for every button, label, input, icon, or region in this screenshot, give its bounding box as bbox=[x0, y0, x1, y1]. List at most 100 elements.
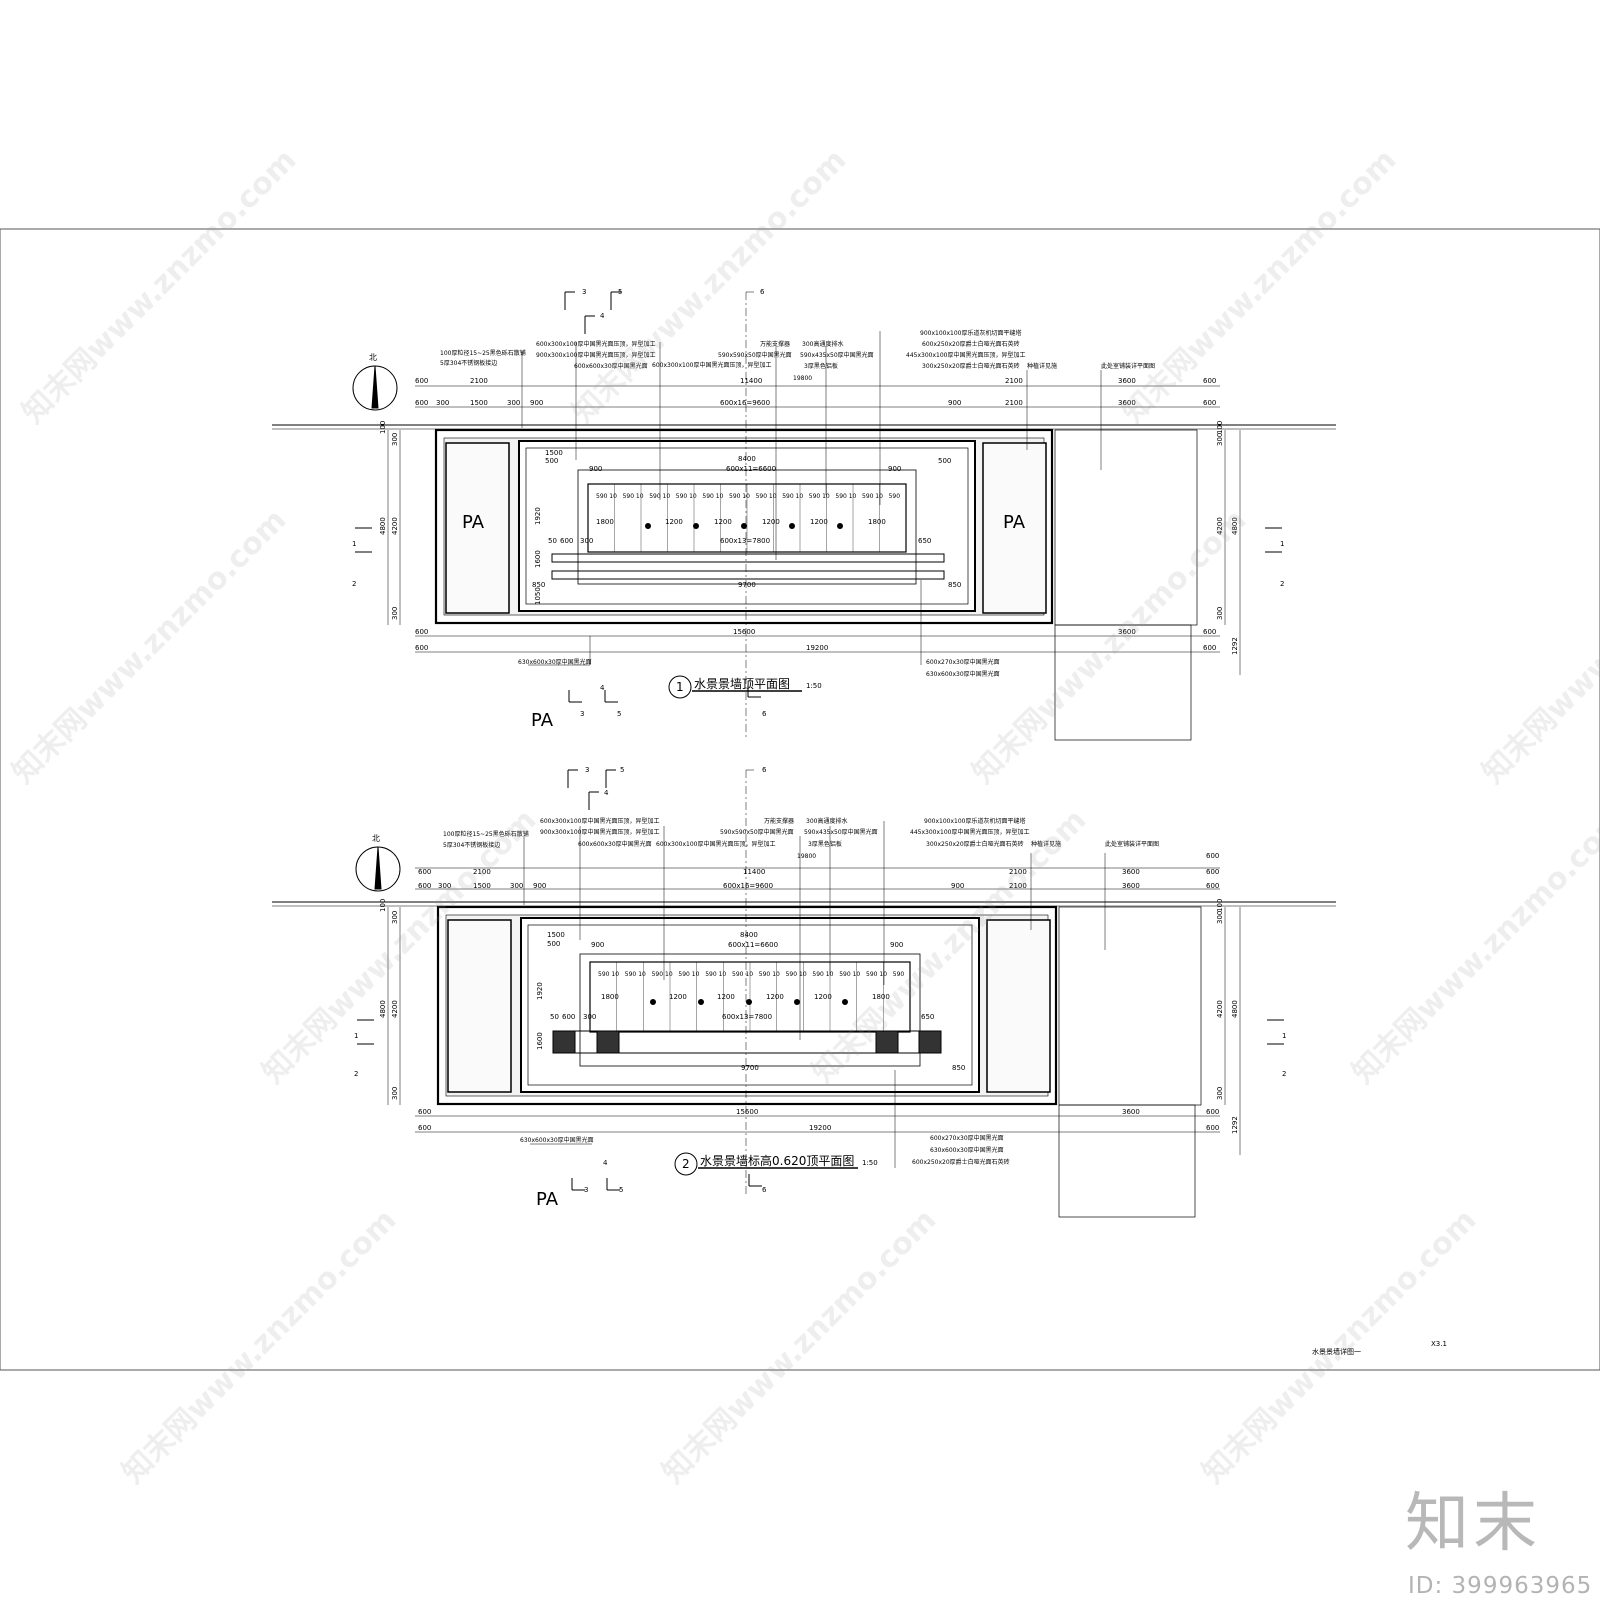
fountain-nozzle-icon bbox=[837, 523, 843, 529]
plan-1 bbox=[272, 291, 1336, 741]
fountain-nozzle-icon bbox=[698, 999, 704, 1005]
section-mark: 6 bbox=[762, 1186, 767, 1194]
grid-dim: 590 bbox=[729, 493, 741, 500]
dim: 500 bbox=[938, 457, 951, 465]
dim: 900 bbox=[533, 882, 546, 890]
dim: 1050 bbox=[534, 587, 542, 605]
dim: 600 bbox=[415, 644, 428, 652]
dim: 1200 bbox=[714, 518, 732, 526]
grid-dim: 590 bbox=[623, 493, 635, 500]
dim: 15600 bbox=[733, 628, 755, 636]
note: 此处室铺装详平面图 bbox=[1101, 362, 1155, 370]
grid-dim: 10 bbox=[875, 493, 883, 500]
dim: 1800 bbox=[596, 518, 614, 526]
section-mark: 3 bbox=[582, 288, 586, 296]
fountain-nozzle-icon bbox=[842, 999, 848, 1005]
dim: 300 bbox=[1216, 433, 1224, 446]
dim: 1500 bbox=[473, 882, 491, 890]
plan2-outer-slab bbox=[436, 905, 1058, 1106]
dim: 600 bbox=[1203, 377, 1216, 385]
grid-dim: 10 bbox=[745, 971, 753, 978]
dim: 3600 bbox=[1118, 399, 1136, 407]
section-mark: 3 bbox=[580, 710, 584, 718]
section-mark: 3 bbox=[585, 766, 589, 774]
note: 万能支撑器 bbox=[760, 340, 790, 348]
section-mark: 1 bbox=[352, 540, 356, 548]
fountain-nozzle-icon bbox=[650, 999, 656, 1005]
note: 万能支撑器 bbox=[764, 817, 794, 825]
grid-dim: 590 bbox=[786, 971, 798, 978]
section-mark: 4 bbox=[603, 1159, 608, 1167]
grid-dim: 10 bbox=[849, 493, 857, 500]
grid-dim: 590 bbox=[812, 971, 824, 978]
grid-dim: 10 bbox=[742, 493, 750, 500]
dim: 900 bbox=[589, 465, 602, 473]
plan-2 bbox=[272, 769, 1336, 1218]
dim: 1200 bbox=[762, 518, 780, 526]
grid-dim: 590 bbox=[893, 971, 905, 978]
dim: 1600 bbox=[534, 550, 542, 568]
dim: 3600 bbox=[1122, 868, 1140, 876]
dim: 4800 bbox=[1231, 517, 1239, 535]
note: 600x270x30厚中国黑光面 bbox=[926, 658, 1000, 666]
section-mark: 5 bbox=[620, 766, 624, 774]
section-mark: 3 bbox=[584, 1186, 588, 1194]
grid-dim: 10 bbox=[826, 971, 834, 978]
grid-dim: 590 bbox=[889, 493, 901, 500]
section-mark: 6 bbox=[762, 766, 767, 774]
dim: 1600 bbox=[536, 1032, 544, 1050]
grid-dim: 10 bbox=[689, 493, 697, 500]
dim: 19200 bbox=[806, 644, 828, 652]
grid-dim: 10 bbox=[879, 971, 887, 978]
dim: 300 bbox=[507, 399, 520, 407]
grid-dim: 590 bbox=[625, 971, 637, 978]
note: 590x435x50厚中国黑光面 bbox=[800, 351, 874, 359]
grid-dim: 10 bbox=[716, 493, 724, 500]
plan1-number: 1 bbox=[676, 680, 684, 694]
section-mark: 1 bbox=[354, 1032, 358, 1040]
grid-dim: 10 bbox=[638, 971, 646, 978]
drawing-title: 水景景墙详图一 bbox=[1312, 1347, 1361, 1356]
section-mark: 2 bbox=[1282, 1070, 1286, 1078]
grid-dim: 10 bbox=[609, 493, 617, 500]
section-mark: 1 bbox=[1280, 540, 1284, 548]
dim: 600 bbox=[418, 882, 431, 890]
dim: 600x16=9600 bbox=[723, 882, 773, 890]
section-mark: 1 bbox=[1282, 1032, 1286, 1040]
note: 5厚304不锈钢板接边 bbox=[440, 359, 497, 367]
dim: 15600 bbox=[736, 1108, 758, 1116]
fountain-nozzle-icon bbox=[794, 999, 800, 1005]
note: 900x100x100厚乐道灰机切面平缝塔 bbox=[924, 817, 1025, 825]
section-mark: 2 bbox=[1280, 580, 1284, 588]
dim: 1800 bbox=[872, 993, 890, 1001]
dim: 900 bbox=[890, 941, 903, 949]
dim: 300 bbox=[391, 1087, 399, 1100]
dim: 600 bbox=[415, 377, 428, 385]
grid-dim: 590 bbox=[756, 493, 768, 500]
pa-label: PA bbox=[1003, 512, 1026, 533]
section-mark: 2 bbox=[352, 580, 356, 588]
plan2-number-circle bbox=[674, 1152, 698, 1176]
grid-dim: 590 bbox=[782, 493, 794, 500]
pa-label: PA bbox=[462, 512, 485, 533]
grid-dim: 590 bbox=[676, 493, 688, 500]
dim: 100 bbox=[1216, 899, 1224, 912]
dim: 900 bbox=[888, 465, 901, 473]
pa-label: PA bbox=[531, 710, 554, 731]
section-mark: 5 bbox=[617, 710, 621, 718]
dim: 1500 bbox=[470, 399, 488, 407]
grid-dim: 10 bbox=[665, 971, 673, 978]
grid-dim: 590 bbox=[702, 493, 714, 500]
dim: 1200 bbox=[766, 993, 784, 1001]
dim: 300 bbox=[436, 399, 449, 407]
section-mark: 5 bbox=[619, 1186, 623, 1194]
dim: 4800 bbox=[379, 1000, 387, 1018]
dim: 50 bbox=[548, 537, 557, 545]
dim: 8400 bbox=[740, 931, 758, 939]
dim: 1500 bbox=[545, 449, 563, 457]
dim: 600 bbox=[415, 628, 428, 636]
grid-dim: 10 bbox=[663, 493, 671, 500]
dim: 650 bbox=[918, 537, 931, 545]
note: 590x435x50厚中国黑光面 bbox=[804, 828, 878, 836]
